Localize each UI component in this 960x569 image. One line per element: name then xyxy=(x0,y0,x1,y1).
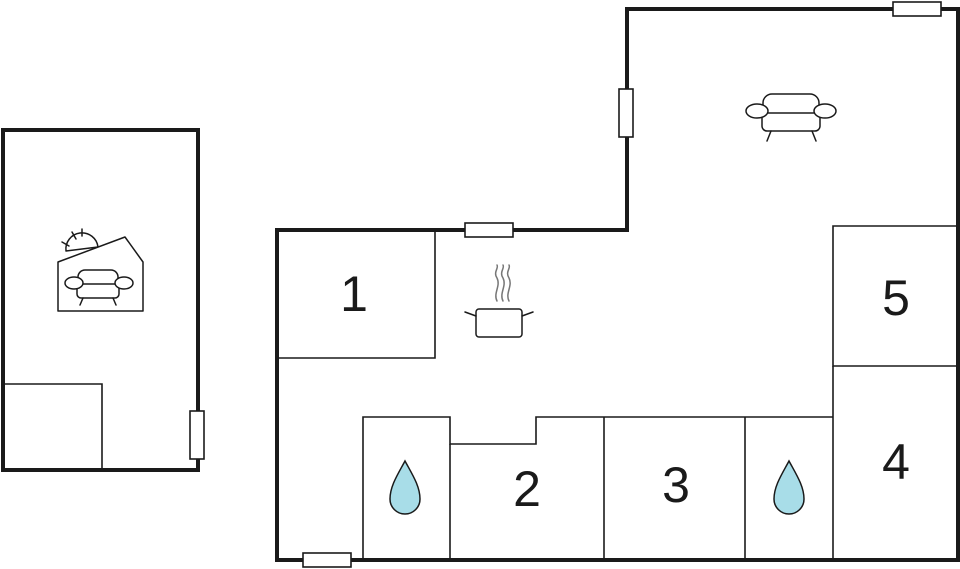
sofa-icon xyxy=(745,93,837,142)
room-2-label: 2 xyxy=(513,461,541,517)
room-1-wall xyxy=(279,232,436,359)
window-bottom-left xyxy=(302,552,352,568)
cooking-pot-icon xyxy=(464,264,534,338)
room-5-wall xyxy=(832,225,956,367)
main-outer-wall xyxy=(275,7,960,562)
annex-small-room-wall xyxy=(5,383,103,468)
bathroom-row-wall xyxy=(362,416,833,558)
window-living-left xyxy=(618,88,634,138)
main-building: 1 2 3 4 5 xyxy=(275,1,960,568)
annex-outer-wall xyxy=(1,128,200,472)
sun-sofa-icon xyxy=(57,228,144,312)
room-3-label: 3 xyxy=(662,457,690,513)
annex-building xyxy=(1,128,205,472)
water-drop-icon xyxy=(773,459,805,515)
room-5-label: 5 xyxy=(882,270,910,326)
window-kitchen-top xyxy=(464,222,514,238)
window-top-right xyxy=(892,1,942,17)
room-4-label: 4 xyxy=(882,434,910,490)
water-drop-icon xyxy=(389,459,421,515)
annex-window xyxy=(189,410,205,460)
room-1-label: 1 xyxy=(340,266,368,322)
